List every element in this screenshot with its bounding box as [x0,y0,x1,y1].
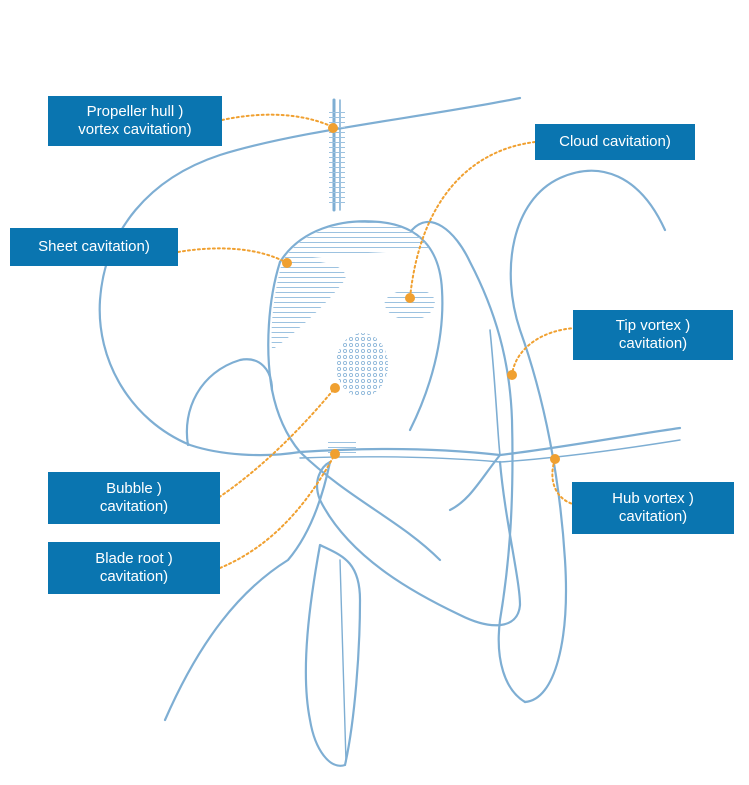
marker-propeller-hull [328,123,338,133]
marker-hub-vortex [550,454,560,464]
cavitation-regions [272,110,435,454]
label-hub-vortex-line1: Hub vortex ) [612,490,694,508]
label-bubble-line1: Bubble ) [106,480,162,498]
label-blade-root-line1: Blade root ) [95,550,173,568]
marker-tip-vortex [507,370,517,380]
label-bubble: Bubble ) cavitation) [48,472,220,524]
label-cloud: Cloud cavitation) [535,124,695,160]
label-sheet-line1: Sheet cavitation) [38,238,150,256]
label-tip-vortex-line2: cavitation) [619,335,687,353]
label-blade-root-line2: cavitation) [100,568,168,586]
label-bubble-line2: cavitation) [100,498,168,516]
label-tip-vortex-line1: Tip vortex ) [616,317,690,335]
leader-cloud [410,142,535,298]
propeller-outline [100,98,680,766]
marker-sheet [282,258,292,268]
bubble-region [336,333,388,397]
marker-blade-root [330,449,340,459]
marker-bubble [330,383,340,393]
label-propeller-hull: Propeller hull ) vortex cavitation) [48,96,222,146]
label-propeller-hull-line1: Propeller hull ) [87,103,184,121]
marker-cloud [405,293,415,303]
label-hub-vortex-line2: cavitation) [619,508,687,526]
label-hub-vortex: Hub vortex ) cavitation) [572,482,734,534]
sheet-region-side [272,261,346,350]
label-blade-root: Blade root ) cavitation) [48,542,220,594]
label-propeller-hull-line2: vortex cavitation) [78,121,191,139]
leader-blade-root [220,454,335,568]
leader-sheet [178,248,287,263]
label-cloud-line1: Cloud cavitation) [559,133,671,151]
leader-propeller-hull [222,115,333,127]
label-sheet: Sheet cavitation) [10,228,178,266]
label-tip-vortex: Tip vortex ) cavitation) [573,310,733,360]
